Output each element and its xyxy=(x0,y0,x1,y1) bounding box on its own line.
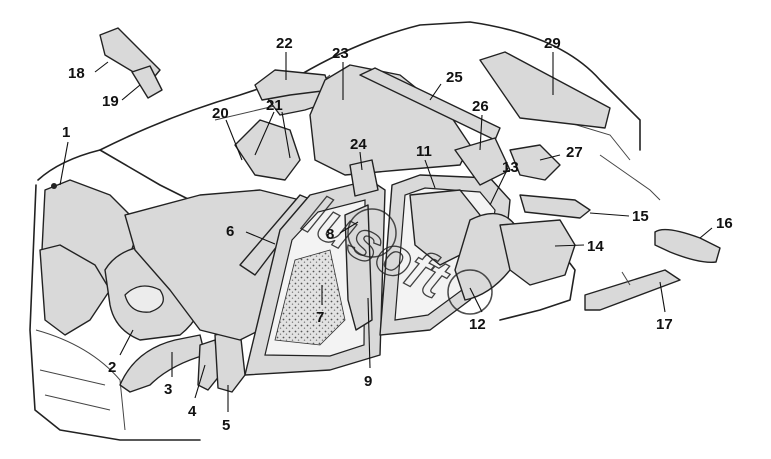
part-15-rear-beam xyxy=(519,194,591,219)
callout-23: 23 xyxy=(332,45,349,62)
part-29-rear-shelf xyxy=(479,51,611,129)
callout-16: 16 xyxy=(716,215,733,232)
callout-5: 5 xyxy=(222,417,230,434)
callout-25: 25 xyxy=(446,69,463,86)
part-7-floor-panel xyxy=(274,249,346,346)
part-17-bracket xyxy=(584,269,681,311)
callout-27: 27 xyxy=(566,144,583,161)
car-body-outline xyxy=(29,21,661,441)
callout-19: 19 xyxy=(102,93,119,110)
callout-labels: 1 2 3 4 5 6 7 8 9 11 12 13 14 15 16 17 1… xyxy=(62,35,733,434)
part-17-tab xyxy=(621,271,631,286)
callout-21: 21 xyxy=(266,97,283,114)
part-2-cutout xyxy=(124,285,164,313)
callout-3: 3 xyxy=(164,381,172,398)
part-3-sill-trim xyxy=(119,334,206,393)
callout-17: 17 xyxy=(656,316,673,333)
callout-13: 13 xyxy=(502,159,519,176)
callout-6: 6 xyxy=(226,223,234,240)
part-8-b-pillar xyxy=(344,204,373,331)
callout-24: 24 xyxy=(350,136,367,153)
callout-7: 7 xyxy=(316,309,324,326)
fastener xyxy=(51,183,57,189)
part-25-roof-bow xyxy=(359,67,501,141)
part-1-lower-panel xyxy=(39,244,111,336)
callout-26: 26 xyxy=(472,98,489,115)
callout-9: 9 xyxy=(364,373,372,390)
callout-20: 20 xyxy=(212,105,229,122)
callout-4: 4 xyxy=(188,403,197,420)
part-24-b-pillar-upper xyxy=(349,159,379,197)
callout-15: 15 xyxy=(632,208,649,225)
part-19-visor-clip xyxy=(131,65,163,99)
callout-8: 8 xyxy=(326,226,334,243)
callout-29: 29 xyxy=(544,35,561,52)
part-20-a-pillar-upper xyxy=(234,119,301,181)
callout-18: 18 xyxy=(68,65,85,82)
callout-14: 14 xyxy=(587,238,604,255)
part-26-c-pillar xyxy=(454,137,511,186)
part-14-rear-quarter xyxy=(499,219,576,286)
part-4-pillar-base xyxy=(197,339,221,391)
callout-1: 1 xyxy=(62,124,70,141)
part-16-bump-pad xyxy=(654,228,721,263)
callout-22: 22 xyxy=(276,35,293,52)
callout-12: 12 xyxy=(469,316,486,333)
callout-11: 11 xyxy=(416,143,432,160)
callout-2: 2 xyxy=(108,359,116,376)
leader-lines xyxy=(59,52,713,412)
part-27-c-pillar-trim xyxy=(509,144,561,181)
